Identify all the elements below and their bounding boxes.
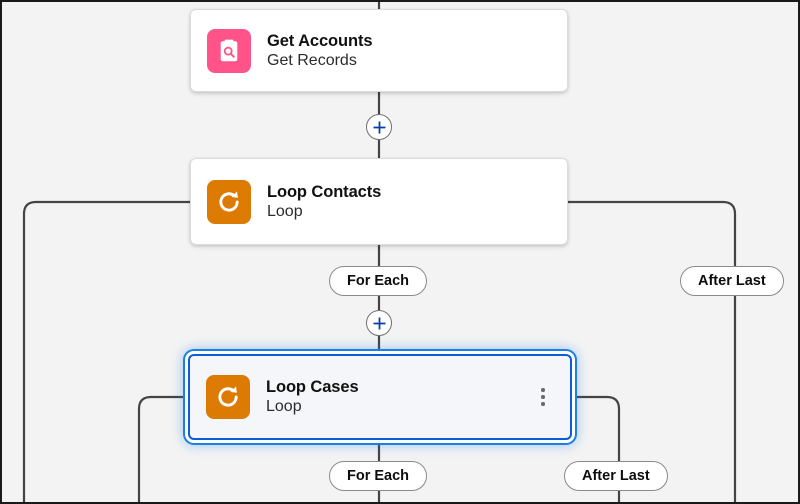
branch-label-outer-for-each[interactable]: For Each (329, 266, 428, 296)
loop-icon (207, 179, 251, 224)
node-text-block: Get Accounts Get Records (267, 31, 551, 71)
node-title: Loop Contacts (267, 182, 382, 201)
node-title: Get Accounts (267, 31, 373, 50)
menu-dot (541, 402, 545, 406)
node-subtitle: Get Records (267, 51, 357, 69)
add-element-button-2[interactable] (366, 310, 392, 336)
node-subtitle: Loop (266, 398, 302, 416)
branch-label-outer-after-last[interactable]: After Last (680, 266, 784, 296)
flow-node-get-accounts[interactable]: Get Accounts Get Records (190, 9, 568, 92)
flow-node-loop-contacts[interactable]: Loop Contacts Loop (190, 158, 568, 245)
node-context-menu-button[interactable] (532, 382, 554, 412)
connector-loop-contacts-right-afterlast (566, 200, 737, 266)
plus-icon (373, 121, 385, 133)
plus-icon (373, 317, 385, 329)
node-text-block: Loop Cases Loop (266, 377, 532, 417)
branch-label-inner-for-each[interactable]: For Each (329, 461, 428, 491)
add-element-button-1[interactable] (366, 114, 392, 140)
connector-loop-cases-left-return (137, 395, 188, 502)
connector-loop-contacts-left-return (22, 200, 192, 502)
menu-dot (541, 388, 545, 392)
get-records-icon (207, 28, 251, 73)
node-title: Loop Cases (266, 378, 359, 397)
connector-loop-cases-right-afterlast (572, 395, 621, 461)
branch-label-inner-after-last[interactable]: After Last (564, 461, 668, 491)
loop-icon (206, 375, 250, 419)
flow-node-loop-cases[interactable]: Loop Cases Loop (188, 354, 572, 440)
node-subtitle: Loop (267, 202, 303, 220)
menu-dot (541, 395, 545, 399)
node-text-block: Loop Contacts Loop (267, 182, 551, 222)
